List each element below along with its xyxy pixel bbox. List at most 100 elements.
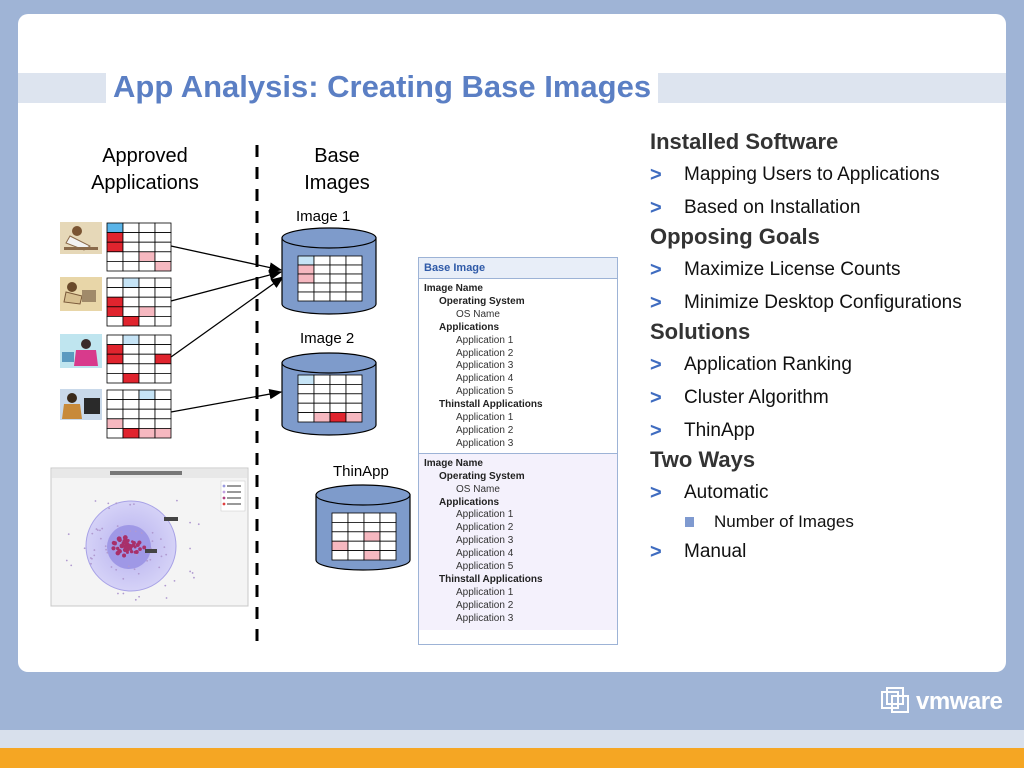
- grid-cell: [154, 232, 172, 243]
- grid-cell: [122, 260, 140, 272]
- grid-cell: [345, 255, 363, 266]
- grid-cell: [329, 282, 347, 293]
- grid-cell: [313, 264, 331, 275]
- grid-cell: [313, 412, 331, 423]
- grid-cell: [347, 512, 365, 523]
- grid-cell: [106, 296, 124, 308]
- grid-cell: [122, 344, 140, 355]
- base-heading-line2: Images: [304, 172, 370, 194]
- grid-cell: [138, 427, 156, 439]
- grid-cell: [106, 344, 124, 355]
- base-image-block1-line: Application 4: [456, 373, 514, 385]
- base-image-block1-line: Application 5: [456, 386, 514, 398]
- approved-app-grids: [106, 222, 172, 439]
- grid-cell: [106, 277, 124, 289]
- grid-cell: [154, 315, 172, 327]
- grid-cell: [154, 222, 172, 234]
- grid-cell: [138, 363, 156, 374]
- grid-cell: [122, 222, 140, 234]
- grid-cell: [331, 512, 349, 523]
- grid-cell: [329, 383, 347, 395]
- user-icon-1: [60, 222, 102, 254]
- arrow-user3-to-image1: [170, 276, 285, 358]
- grid-cell: [122, 334, 140, 346]
- grid-cell: [138, 344, 156, 355]
- bullet-marker-icon: >: [650, 259, 662, 281]
- grid-cell: [106, 287, 124, 298]
- section-heading: Solutions: [650, 319, 751, 344]
- grid-cell: [297, 383, 315, 395]
- sub-bullet-text: Number of Images: [714, 512, 854, 531]
- grid-cell: [345, 282, 363, 293]
- base-image-block1-line: OS Name: [456, 308, 500, 320]
- grid-cell: [138, 296, 156, 308]
- grid-cell: [345, 264, 363, 275]
- base-image-block2-line: Operating System: [439, 470, 525, 482]
- grid-cell: [313, 291, 331, 302]
- grid-cell: [106, 306, 124, 317]
- grid-cell: [379, 531, 397, 542]
- grid-cell: [138, 260, 156, 272]
- grid-cell: [297, 273, 315, 284]
- bullet-text: Maximize License Counts: [684, 259, 901, 280]
- grid-cell: [106, 222, 124, 234]
- bullet-item: >Application Ranking: [650, 354, 990, 376]
- approved-app-grid-1: [106, 222, 172, 272]
- bullet-marker-icon: >: [650, 354, 662, 376]
- grid-cell: [106, 241, 124, 253]
- grid-cell: [154, 287, 172, 298]
- grid-cell: [345, 273, 363, 284]
- grid-cell: [138, 277, 156, 289]
- grid-cell: [331, 522, 349, 533]
- base-images-heading: Base Images: [287, 143, 387, 197]
- vmware-logo-icon: [881, 687, 909, 713]
- grid-cell: [138, 222, 156, 234]
- base-image-panel-header: Base Image: [419, 258, 617, 279]
- grid-cell: [345, 374, 363, 385]
- grid-cell: [138, 306, 156, 317]
- grid-cell: [154, 306, 172, 317]
- grid-cell: [106, 260, 124, 272]
- approved-heading-line2: Applications: [91, 172, 199, 194]
- grid-cell: [122, 241, 140, 253]
- base-image-block2-line: Application 1: [456, 586, 514, 598]
- square-bullet-icon: [685, 517, 694, 527]
- section-heading: Installed Software: [650, 129, 839, 154]
- user-icon-2: [60, 277, 102, 311]
- grid-cell: [331, 550, 349, 561]
- grid-cell: [122, 287, 140, 298]
- bullet-marker-icon: >: [650, 482, 662, 504]
- base-image-block2-line: Application 4: [456, 548, 514, 560]
- cylinder-top: [315, 484, 411, 506]
- grid-cell: [154, 277, 172, 289]
- grid-cell: [297, 374, 315, 385]
- base-image-block2-line: Application 1: [456, 509, 514, 521]
- cylinder-top: [281, 227, 377, 249]
- grid-cell: [122, 277, 140, 289]
- section-heading: Opposing Goals: [650, 224, 820, 249]
- grid-cell: [297, 393, 315, 404]
- grid-cell: [345, 402, 363, 414]
- grid-cell: [106, 363, 124, 374]
- base-image-block2-line: Application 2: [456, 522, 514, 534]
- grid-cell: [363, 522, 381, 533]
- base-image-block2-line: Thinstall Applications: [439, 573, 543, 585]
- grid-cell: [297, 291, 315, 302]
- base-image-block1-line: Applications: [439, 321, 500, 333]
- grid-cell: [379, 522, 397, 533]
- grid-cell: [138, 418, 156, 429]
- grid-cell: [329, 273, 347, 284]
- base-image-block1-line: Application 1: [456, 412, 514, 424]
- grid-cell: [122, 353, 140, 365]
- grid-cell: [122, 232, 140, 243]
- grid-cell: [122, 418, 140, 429]
- grid-cell: [329, 412, 347, 423]
- base-image-block1-line: Application 3: [456, 360, 514, 372]
- grid-cell: [347, 540, 365, 552]
- grid-cell: [122, 372, 140, 384]
- grid-cell: [154, 251, 172, 262]
- cylinder-grid: [331, 512, 397, 561]
- grid-cell: [154, 260, 172, 272]
- grid-cell: [297, 282, 315, 293]
